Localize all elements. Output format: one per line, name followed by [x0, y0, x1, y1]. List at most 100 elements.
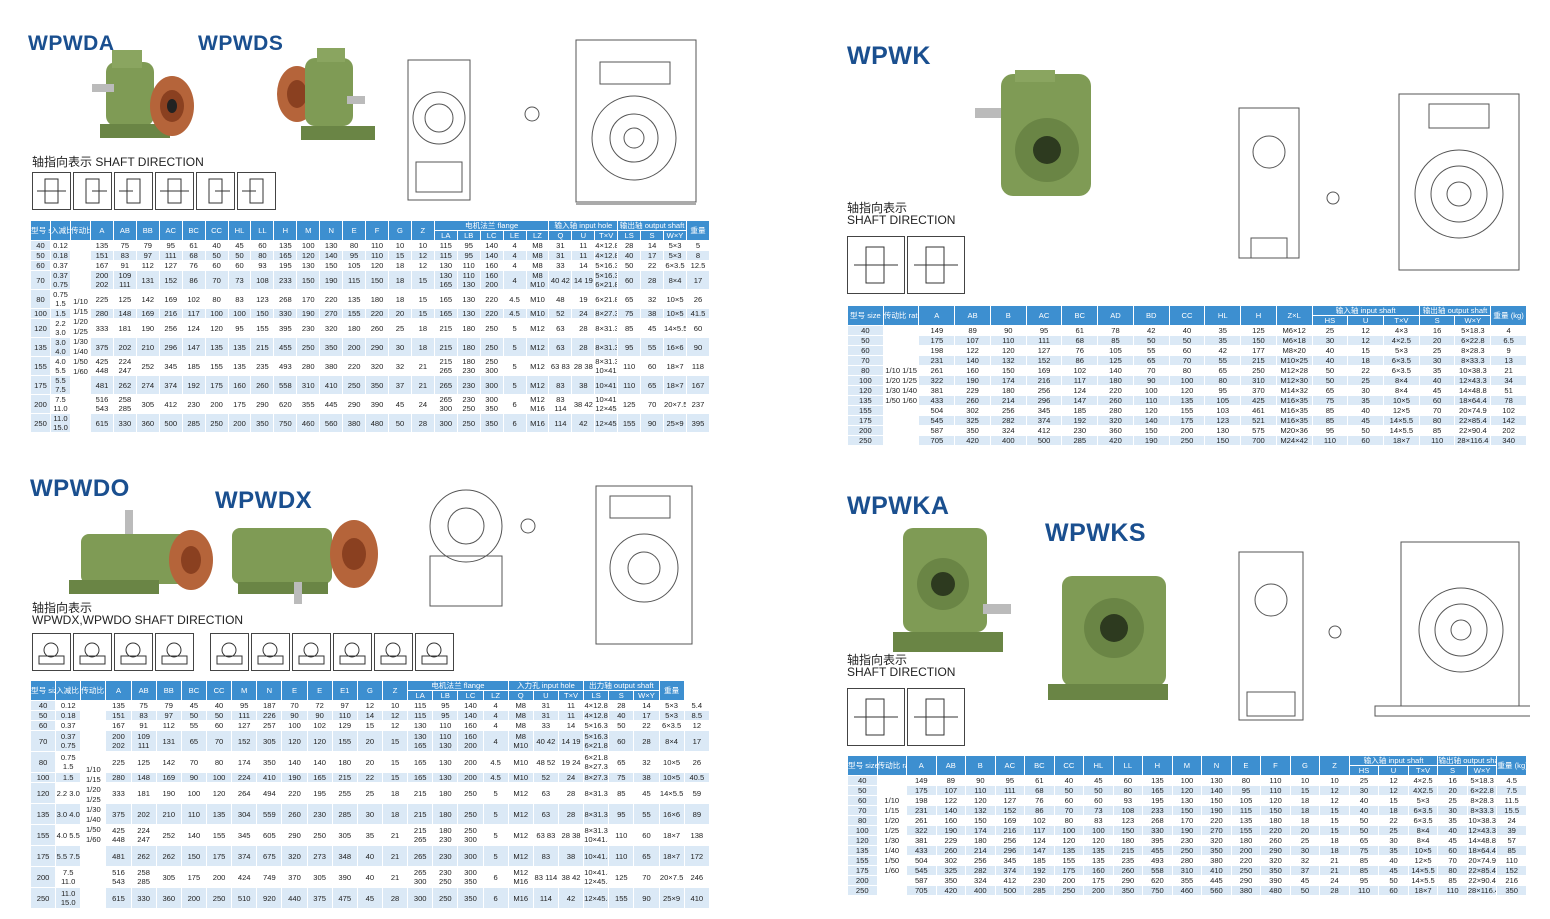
table-cell: 14×5.5 [1407, 875, 1439, 886]
table-cell: 461 [1240, 405, 1277, 416]
wpwds-title: WPWDS [198, 32, 284, 55]
table-cell: 250 300 [457, 824, 484, 846]
table-cell: 15 [1347, 345, 1385, 356]
table-cell: 260 [281, 803, 308, 825]
table-cell: 110 [608, 824, 635, 846]
table-cell: 260 [365, 318, 389, 338]
table-cell: 40 [30, 240, 51, 251]
table-cell: 300 350 [479, 394, 504, 414]
table-cell: 70 [1437, 855, 1468, 866]
table-cell: 30 [387, 337, 412, 357]
table-cell: 226 [256, 710, 283, 721]
table-cell: 180 [456, 318, 481, 338]
table-cell: 14 19 [571, 270, 596, 290]
table-cell: 10 [381, 700, 409, 711]
table-cell: 80 [29, 751, 57, 773]
table-cell: 15 [1319, 825, 1350, 836]
table-cell: 90 [989, 325, 1027, 336]
table-cell: 521 [1240, 415, 1277, 426]
table-cell: 6 [482, 887, 509, 909]
table-cell: 200 [847, 425, 884, 436]
table-cell: 130 [407, 720, 434, 731]
table-cell: 60 [205, 720, 233, 731]
table-cell: 4X2.5 [1407, 785, 1439, 796]
table-cell: 230 250 [456, 394, 481, 414]
table-cell: 169 [135, 308, 160, 319]
table-cell: 63 [548, 318, 573, 338]
table-cell: 8 [685, 250, 711, 261]
table-cell: 14×48.8 [1466, 835, 1498, 846]
table-cell: 4 [482, 710, 509, 721]
table-cell: M8 M10 [525, 270, 550, 290]
table-cell: 340 [1490, 435, 1527, 446]
table-cell: 174 [989, 375, 1027, 386]
table-cell: 83 [532, 845, 559, 867]
table-cell: 110 [1260, 775, 1291, 786]
table-cell: 324 [965, 875, 996, 886]
table-cell: 83 [130, 710, 157, 721]
table-cell: 8×31.3 [594, 318, 619, 338]
table-cell: 14 [356, 710, 383, 721]
table-cell: 433 [918, 395, 956, 406]
table-cell: 260 [250, 375, 275, 395]
table-cell: M12 [507, 845, 534, 867]
table-cell: 21 [381, 824, 409, 846]
table-cell: 60 [227, 260, 252, 271]
table-cell: 220 [1097, 385, 1134, 396]
table-cell: 20×74.9 [1454, 405, 1492, 416]
table-cell: 152 [994, 805, 1026, 816]
table-cell: 180 230 [456, 356, 481, 376]
table-cell: 80 [30, 289, 51, 309]
table-cell: 130 165 [433, 270, 458, 290]
table-cell: 65 [608, 751, 635, 773]
table-cell: 17 [683, 730, 711, 752]
table-cell: 135 [30, 337, 51, 357]
table-cell: 117 [1024, 825, 1055, 836]
table-cell: 31 [548, 240, 573, 251]
table-cell: 76 [1024, 795, 1055, 806]
table-cell: 142 [155, 751, 182, 773]
table-cell: 5.4 [683, 700, 711, 711]
table-cell: 320 [1201, 835, 1232, 846]
table-cell: 18×7 [663, 375, 687, 395]
table-cell: 11.5 [1496, 795, 1527, 806]
table-cell: 560 [1201, 885, 1232, 896]
table-cell: 360 [1097, 425, 1134, 436]
table-header-cell: BD [1132, 305, 1170, 326]
table-cell: 18 [381, 803, 409, 825]
table-cell: 185 [1024, 855, 1055, 866]
table-cell: M12 [525, 375, 550, 395]
table-cell: 516 543 [105, 866, 132, 888]
table-cell: 63 [532, 782, 559, 804]
wpwda-product-image [92, 50, 194, 138]
table-cell: 18 [1289, 815, 1321, 826]
table-cell: 140 [479, 240, 504, 251]
table-cell: 45 [180, 700, 207, 711]
table-cell: 167 [90, 260, 114, 271]
table-cell: 150 [1260, 805, 1291, 816]
table-cell: 215 [1112, 845, 1144, 856]
table-cell: 425 448 [105, 824, 132, 846]
table-cell: 480 [1260, 885, 1291, 896]
table-cell: 190 [954, 375, 991, 386]
table-cell: 304 [231, 803, 258, 825]
table-cell: 115 [342, 270, 367, 290]
table-cell: 174 [231, 751, 258, 773]
table-cell: 70 [180, 751, 207, 773]
table-cell: 181 [130, 782, 157, 804]
table-cell: 95 [432, 710, 459, 721]
table-cell: 110 [365, 240, 389, 251]
table-cell: 302 [954, 405, 991, 416]
table-cell: 108 [1112, 805, 1144, 816]
table-cell: 214 [965, 845, 996, 856]
table-cell: 18×7 [663, 356, 687, 376]
table-cell: 135 [227, 356, 252, 376]
table-cell: 425 448 [90, 356, 114, 376]
table-cell: 322 [918, 375, 956, 386]
table-cell: 290 [365, 337, 389, 357]
